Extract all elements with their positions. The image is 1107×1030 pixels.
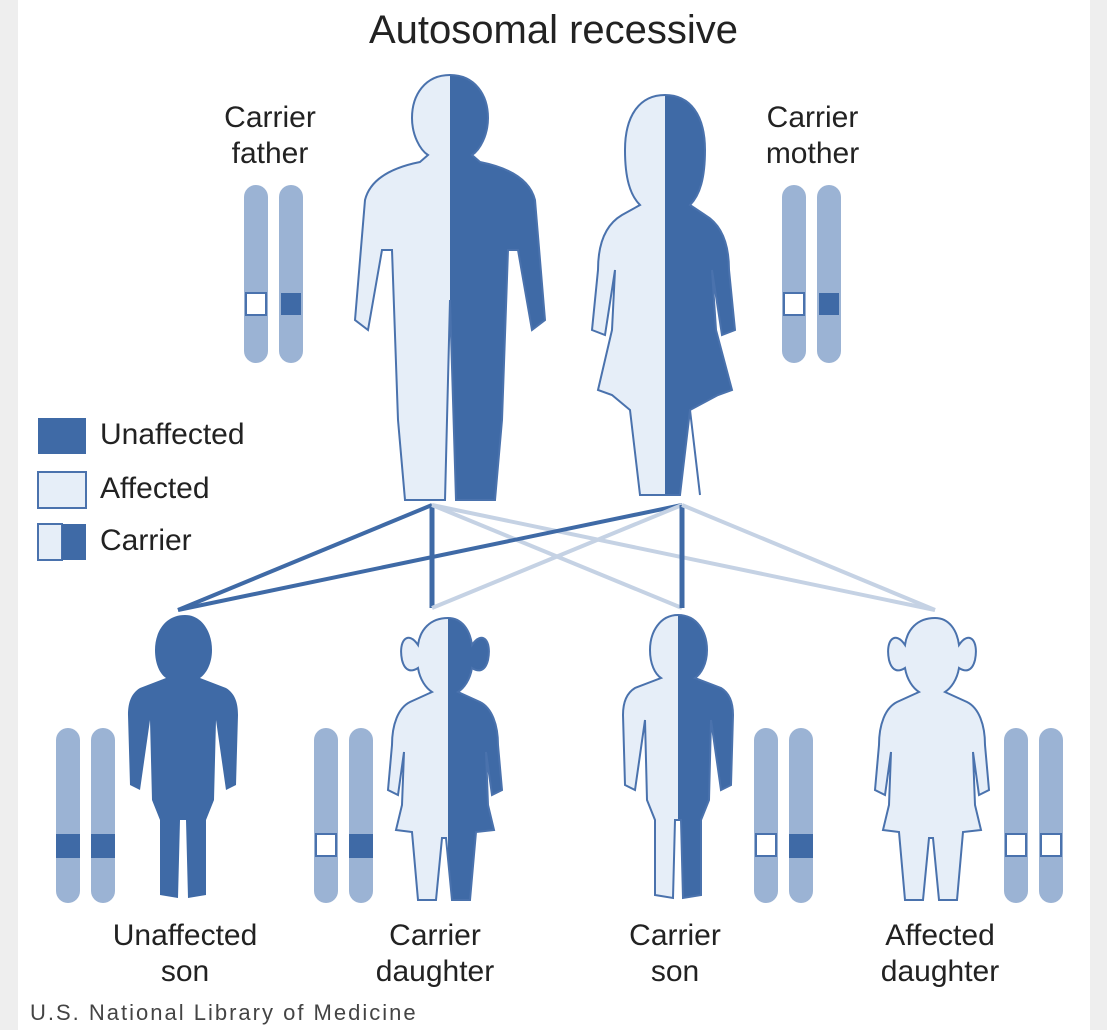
child-label-line1: Affected xyxy=(855,918,1025,954)
child-label-line2: son xyxy=(80,954,290,990)
carrier-daughter-figure xyxy=(380,610,516,910)
child-label-unaffected-son: Unaffected son xyxy=(80,918,290,990)
carrier-daughter-chromosomes xyxy=(314,728,373,903)
child-label-line2: daughter xyxy=(350,954,520,990)
legend-swatch-affected xyxy=(38,472,86,508)
father-label-line1: Carrier xyxy=(200,100,340,136)
legend-swatches xyxy=(38,418,86,560)
child-label-affected-daughter: Affected daughter xyxy=(855,918,1025,990)
legend-label-unaffected: Unaffected xyxy=(100,418,245,452)
legend-label-carrier: Carrier xyxy=(100,524,192,558)
child-label-line2: daughter xyxy=(855,954,1025,990)
legend-swatch-carrier-dark xyxy=(62,524,86,560)
affected-daughter-figure xyxy=(875,618,989,900)
unaffected-son-figure xyxy=(128,615,238,898)
carrier-son-figure xyxy=(615,610,741,905)
mother-chromosomes xyxy=(782,185,841,363)
child-label-line1: Unaffected xyxy=(80,918,290,954)
mother-label: Carrier mother xyxy=(740,100,885,172)
father-chromosomes xyxy=(244,185,303,363)
inheritance-lines xyxy=(178,505,935,610)
credit-line: U.S. National Library of Medicine xyxy=(30,1000,418,1026)
diagram-title: Autosomal recessive xyxy=(0,8,1107,53)
child-label-line1: Carrier xyxy=(605,918,745,954)
carrier-father-figure xyxy=(340,70,560,510)
child-label-line2: son xyxy=(605,954,745,990)
carrier-mother-figure xyxy=(580,90,750,500)
carrier-son-chromosomes xyxy=(754,728,813,903)
mother-label-line2: mother xyxy=(740,136,885,172)
legend-label-affected: Affected xyxy=(100,472,210,506)
affected-daughter-chromosomes xyxy=(1004,728,1063,903)
father-label-line2: father xyxy=(200,136,340,172)
mother-label-line1: Carrier xyxy=(740,100,885,136)
child-label-carrier-daughter: Carrier daughter xyxy=(350,918,520,990)
father-label: Carrier father xyxy=(200,100,340,172)
child-label-carrier-son: Carrier son xyxy=(605,918,745,990)
unaffected-son-chromosomes xyxy=(56,728,115,903)
legend-swatch-carrier-light xyxy=(38,524,62,560)
child-label-line1: Carrier xyxy=(350,918,520,954)
legend-swatch-unaffected xyxy=(38,418,86,454)
